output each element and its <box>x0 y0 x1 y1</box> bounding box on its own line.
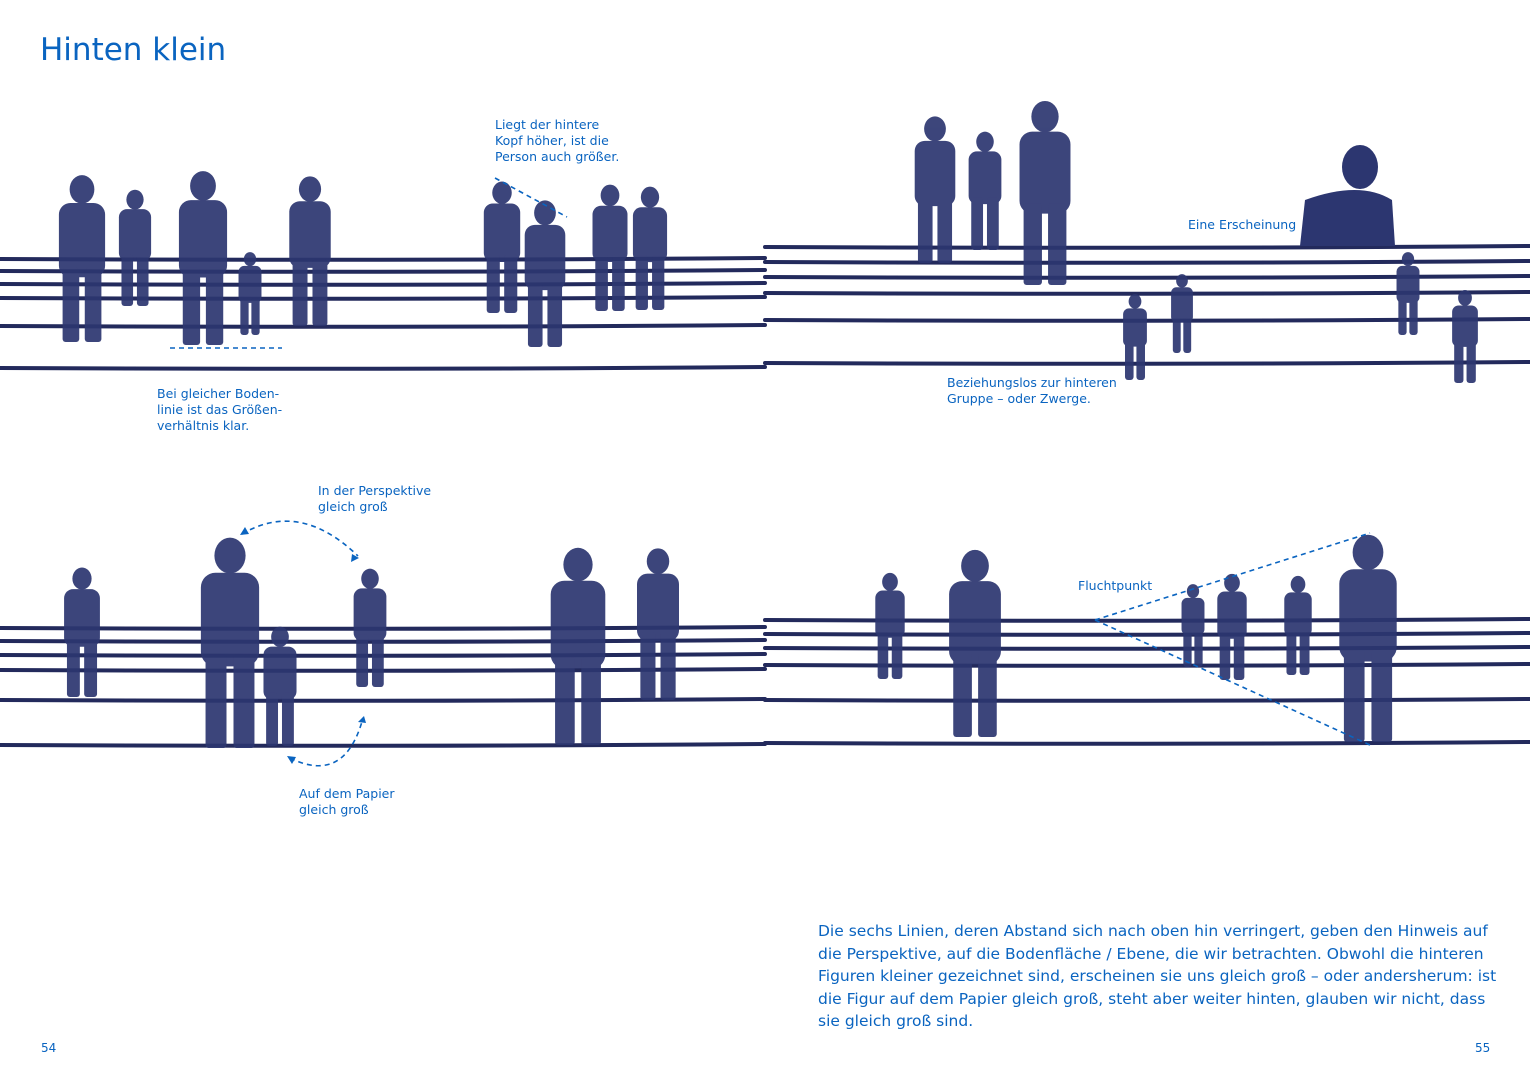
page-number-right: 55 <box>1475 1041 1491 1055</box>
ground-line <box>0 365 767 371</box>
caption-perspective-same: In der Perspektive gleich groß <box>318 483 432 514</box>
person-silhouette <box>238 252 262 335</box>
vanishing-line-upper <box>1094 532 1371 621</box>
caption-apparition: Eine Erscheinung <box>1188 217 1297 232</box>
page-title: Hinten klein <box>40 32 227 68</box>
ground-line <box>0 742 767 748</box>
person-silhouette <box>289 176 331 326</box>
person-silhouette <box>1019 100 1071 285</box>
person-silhouette <box>58 175 106 342</box>
arrowhead-icon <box>358 716 366 723</box>
ground-line <box>763 697 1530 703</box>
caption-head-higher: Liegt der hintere Kopf höher, ist die Pe… <box>495 117 620 164</box>
person-silhouette <box>1123 294 1147 380</box>
arrowhead-icon <box>240 527 249 535</box>
ground-line <box>763 274 1530 280</box>
ground-line <box>0 323 767 329</box>
ground-line <box>763 290 1530 296</box>
ground-line <box>0 295 767 301</box>
person-silhouette <box>875 572 905 679</box>
person-silhouette <box>1171 274 1193 353</box>
ground-line <box>0 697 767 703</box>
caption-unrelated: Beziehungslos zur hinteren Gruppe – oder… <box>947 375 1117 406</box>
person-silhouette <box>632 186 668 310</box>
ground-line <box>763 317 1530 323</box>
arrowhead-icon <box>351 554 359 562</box>
person-silhouette <box>637 548 679 700</box>
person-silhouette <box>1452 289 1478 383</box>
body-paragraph: Die sechs Linien, deren Abstand sich nac… <box>818 922 1497 1030</box>
person-silhouette <box>550 547 606 745</box>
person-silhouette <box>353 568 387 687</box>
person-silhouette <box>483 181 521 313</box>
caption-vanishing-point: Fluchtpunkt <box>1078 578 1153 593</box>
ground-line <box>763 617 1530 623</box>
paper-arc-arrow <box>289 717 364 767</box>
caption-same-ground: Bei gleicher Boden- linie ist das Größen… <box>157 386 283 433</box>
person-silhouette <box>914 116 956 263</box>
person-silhouette <box>968 131 1002 250</box>
person-silhouette <box>1284 575 1312 675</box>
person-silhouette <box>1339 534 1397 742</box>
person-silhouette <box>1181 584 1205 667</box>
person-silhouette <box>64 567 100 697</box>
person-silhouette <box>1217 573 1247 680</box>
person-silhouette <box>118 189 152 306</box>
person-silhouette <box>592 184 628 311</box>
ground-line <box>763 259 1530 265</box>
person-silhouette <box>200 537 260 748</box>
person-silhouette <box>949 549 1001 737</box>
person-silhouette <box>1396 252 1420 335</box>
person-silhouette <box>178 171 228 345</box>
ground-line <box>0 281 767 287</box>
bust-body <box>1300 190 1395 246</box>
arrowhead-icon <box>287 756 296 764</box>
ground-line <box>0 268 767 274</box>
ground-line <box>763 360 1530 366</box>
head-height-dashed-line <box>494 177 568 218</box>
page-number-left: 54 <box>41 1041 57 1055</box>
ground-line <box>763 740 1530 746</box>
ground-line <box>763 645 1530 651</box>
person-silhouette <box>524 200 566 347</box>
ground-line <box>763 662 1530 668</box>
person-silhouette <box>263 626 297 746</box>
bust-head <box>1342 145 1378 189</box>
ground-line <box>763 244 1530 250</box>
perspective-arc-arrow <box>241 520 359 557</box>
ground-line <box>763 631 1530 637</box>
caption-paper-same: Auf dem Papier gleich groß <box>299 786 395 817</box>
